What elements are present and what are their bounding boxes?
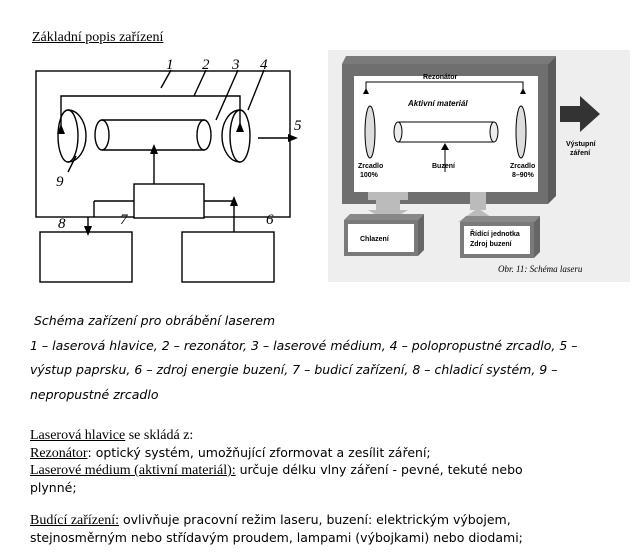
description-block: Laserová hlavice se skládá z: Rezonátor:… bbox=[30, 427, 630, 546]
label-ridici-2: Zdroj buzení bbox=[470, 241, 513, 248]
label-rezonator: Rezonátor bbox=[423, 74, 458, 81]
label-5: 5 bbox=[294, 118, 302, 134]
label-zrcadlo-right-2: 8–90% bbox=[512, 172, 535, 179]
medium-label: Laserové médium (aktivní materiál): bbox=[30, 463, 236, 478]
label-1: 1 bbox=[166, 57, 174, 73]
medium-line-2: plynné; bbox=[30, 479, 77, 495]
label-9: 9 bbox=[56, 174, 64, 190]
rezonator-label: Rezonátor bbox=[30, 445, 88, 461]
label-8: 8 bbox=[58, 216, 66, 232]
label-vystup-2: záření bbox=[570, 150, 591, 157]
label-3: 3 bbox=[231, 57, 240, 73]
medium-text: určuje délku vlny záření - pevné, tekuté… bbox=[235, 462, 523, 477]
budici-line: Budící zařízení: ovlivňuje pracovní reži… bbox=[30, 512, 630, 530]
caption-line-1: 1 – laserová hlavice, 2 – rezonátor, 3 –… bbox=[30, 337, 578, 353]
label-ridici-1: Řídící jednotka bbox=[470, 229, 520, 238]
figure-caption: Obr. 11: Schéma laseru bbox=[498, 264, 583, 274]
hlavice-rest: se skládá z: bbox=[125, 428, 194, 443]
label-7: 7 bbox=[120, 212, 129, 228]
laser-rod bbox=[102, 119, 204, 151]
budici-label: Budící zařízení: bbox=[30, 513, 120, 528]
power-source-box bbox=[181, 231, 275, 283]
label-6: 6 bbox=[266, 212, 274, 228]
caption-title: Schéma zařízení pro obrábění laserem bbox=[34, 313, 276, 328]
caption-line-2: výstup paprsku, 6 – zdroj energie buzení… bbox=[30, 362, 558, 377]
label-chlazeni: Chlazení bbox=[360, 236, 390, 243]
rezonator-text: : optický systém, umožňující zformovat a… bbox=[87, 444, 431, 460]
mirror-left bbox=[57, 109, 79, 163]
laser-schematic-drawing: 1 2 3 4 5 6 7 8 9 bbox=[35, 57, 302, 283]
rezonator-line: Rezonátor: optický systém, umožňující zf… bbox=[30, 445, 630, 463]
medium-line: Laserové médium (aktivní materiál): urču… bbox=[30, 462, 630, 480]
laser-3d-schematic: Rezonátor Aktivní materiál Zrcadlo 100% … bbox=[328, 50, 630, 282]
label-2: 2 bbox=[202, 57, 210, 73]
label-4: 4 bbox=[260, 57, 268, 73]
cooling-box bbox=[39, 231, 133, 283]
caption-line-3: nepropustné zrcadlo bbox=[30, 386, 159, 402]
excitation-device bbox=[133, 183, 205, 219]
budici-text: ovlivňuje pracovní režim laseru, buzení:… bbox=[119, 512, 511, 527]
label-zrcadlo-left-2: 100% bbox=[360, 172, 379, 179]
hlavice-line: Laserová hlavice se skládá z: bbox=[30, 427, 630, 445]
hlavice-label: Laserová hlavice bbox=[30, 428, 126, 443]
label-aktivni: Aktivní materiál bbox=[407, 99, 468, 108]
label-vystup-1: Výstupní bbox=[566, 141, 597, 148]
section-heading: Základní popis zařízení bbox=[32, 30, 164, 45]
budici-line-2: stejnosměrným nebo střídavým proudem, la… bbox=[30, 529, 523, 545]
label-buzeni: Buzení bbox=[432, 163, 456, 170]
label-zrcadlo-right-1: Zrcadlo bbox=[510, 163, 535, 170]
figure-caption-block: Schéma zařízení pro obrábění laserem 1 –… bbox=[30, 309, 630, 407]
label-zrcadlo-left-1: Zrcadlo bbox=[358, 163, 383, 170]
